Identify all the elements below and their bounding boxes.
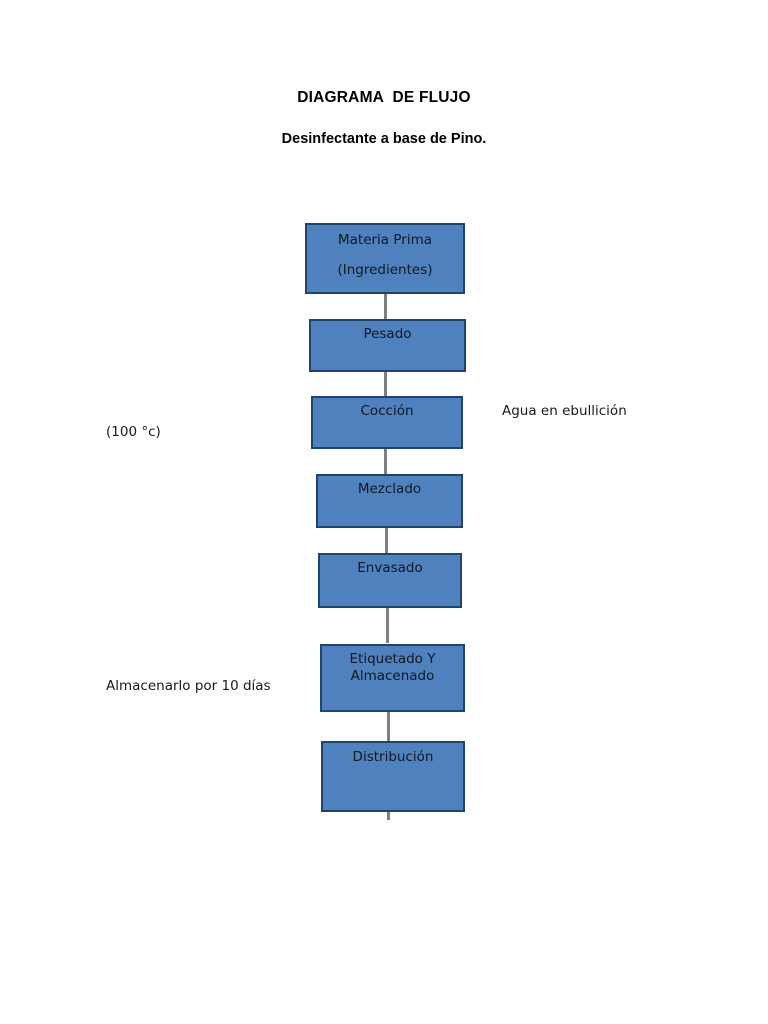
connector-distribucion-end [387,811,390,820]
flow-step-label-line1: Pesado [363,326,412,342]
flow-step-label-line2: Almacenado [350,668,435,685]
flow-step-label-line1: Materia Prima [337,232,432,248]
annotation-almacenamiento: Almacenarlo por 10 días [106,678,271,694]
annotation-temperatura: (100 °c) [106,424,161,440]
connector-etiquetado-to-distribucion [387,712,390,741]
flow-step-mezclado[interactable]: Mezclado [316,474,463,528]
flow-step-etiquetado-almacenado[interactable]: Etiquetado Y Almacenado [320,644,465,712]
annotation-agua-ebullicion: Agua en ebullición [502,403,627,419]
flow-step-coccion[interactable]: Cocción [311,396,463,449]
flow-step-label-line1: Cocción [360,403,414,419]
page-subtitle: Desinfectante a base de Pino. [281,131,487,147]
flow-step-label-line1: Etiquetado Y [349,651,436,667]
flow-step-envasado[interactable]: Envasado [318,553,462,608]
flow-step-distribucion[interactable]: Distribución [321,741,465,812]
flow-step-label-line1: Distribución [352,749,434,765]
connector-materia-prima-to-pesado [384,292,387,320]
connector-pesado-to-coccion [384,371,387,398]
flow-step-label-line1: Envasado [357,560,423,576]
flow-step-label-line1: Mezclado [357,481,422,497]
flow-step-label-line2: (Ingredientes) [337,262,433,279]
connector-coccion-to-mezclado [384,449,387,475]
flow-step-pesado[interactable]: Pesado [309,319,466,372]
connector-envasado-to-etiquetado [386,608,389,643]
flow-step-materia-prima[interactable]: Materia Prima (Ingredientes) [305,223,465,294]
connector-mezclado-to-envasado [385,527,388,553]
page-title: DIAGRAMA DE FLUJO [297,89,471,106]
